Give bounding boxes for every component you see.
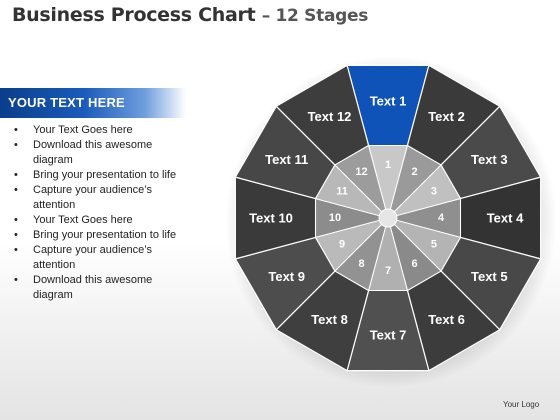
segment-number-4: 4: [438, 212, 445, 224]
segment-number-10: 10: [329, 212, 341, 224]
segment-number-7: 7: [385, 265, 391, 277]
segment-label-10: Text 10: [249, 211, 293, 226]
segment-number-2: 2: [411, 166, 417, 178]
segment-number-11: 11: [336, 186, 348, 198]
segment-label-7: Text 7: [370, 328, 407, 343]
segment-label-9: Text 9: [268, 269, 305, 284]
segment-number-5: 5: [431, 239, 437, 251]
bullet-item: Bring your presentation to life: [14, 228, 184, 243]
segment-label-11: Text 11: [265, 152, 308, 167]
segment-label-5: Text 5: [471, 269, 508, 284]
bullet-item: Your Text Goes here: [14, 213, 184, 228]
bullet-item: Capture your audience’s attention: [14, 183, 184, 213]
segment-label-12: Text 12: [308, 109, 352, 124]
segment-number-12: 12: [355, 166, 367, 178]
slide-title: Business Process Chart – 12 Stages: [12, 4, 368, 26]
bullet-item: Download this awesome diagram: [14, 273, 184, 303]
segment-number-8: 8: [358, 258, 364, 270]
segment-number-9: 9: [339, 239, 345, 251]
logo-text: Your Logo: [503, 400, 540, 409]
bullet-item: Capture your audience’s attention: [14, 243, 184, 273]
bullet-item: Download this awesome diagram: [14, 138, 184, 168]
bullet-item: Your Text Goes here: [14, 123, 184, 138]
segment-label-1: Text 1: [370, 94, 407, 109]
segment-label-3: Text 3: [471, 152, 508, 167]
segment-number-1: 1: [385, 159, 391, 171]
bullet-item: Bring your presentation to life: [14, 168, 184, 183]
segment-label-6: Text 6: [428, 312, 465, 327]
title-main: Business Process Chart: [12, 4, 256, 26]
title-sub: – 12 Stages: [261, 6, 369, 26]
segment-number-6: 6: [411, 258, 417, 270]
segment-number-3: 3: [431, 186, 437, 198]
sidebar-header-band: YOUR TEXT HERE: [0, 88, 186, 118]
sidebar-header: YOUR TEXT HERE: [8, 95, 125, 110]
segment-label-2: Text 2: [428, 109, 465, 124]
segment-label-8: Text 8: [311, 312, 348, 327]
wheel-hub: [378, 208, 398, 228]
bullet-list: Your Text Goes here Download this awesom…: [14, 123, 184, 303]
segment-label-4: Text 4: [487, 211, 524, 226]
